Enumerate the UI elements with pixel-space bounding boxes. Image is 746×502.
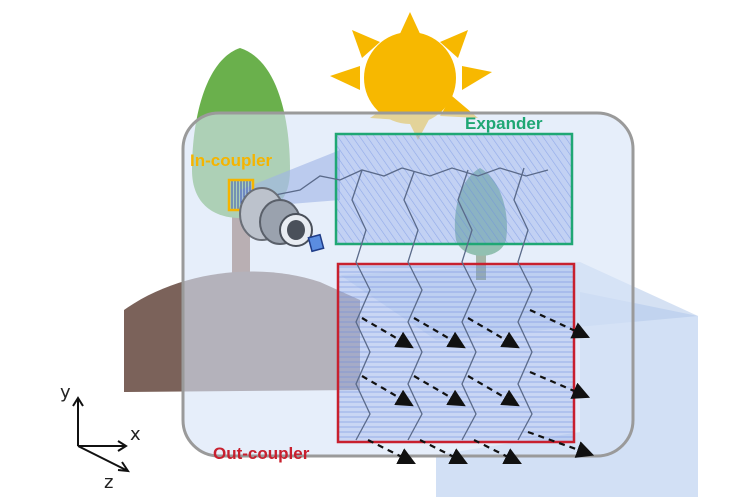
- expander-grating: [336, 134, 572, 244]
- eye-icon: [239, 187, 325, 253]
- expander-outline: [334, 132, 574, 246]
- output-arrows: [361, 309, 595, 464]
- expander-label: Expander: [465, 114, 543, 133]
- out-coupler-label: Out-coupler: [213, 444, 310, 463]
- axis-y-label: y: [60, 382, 71, 403]
- sun-icon: [330, 12, 492, 140]
- axis-z-label: z: [104, 472, 114, 493]
- out-coupler-fill: [338, 264, 574, 442]
- out-coupler-outline: [336, 262, 576, 444]
- axis-x-label: x: [130, 424, 141, 445]
- coordinate-axes: [72, 396, 131, 473]
- ray-paths: [259, 167, 549, 441]
- out-coupler-grating: [338, 264, 574, 442]
- expander-fill: [336, 134, 572, 244]
- in-coupler-label: In-coupler: [190, 151, 273, 170]
